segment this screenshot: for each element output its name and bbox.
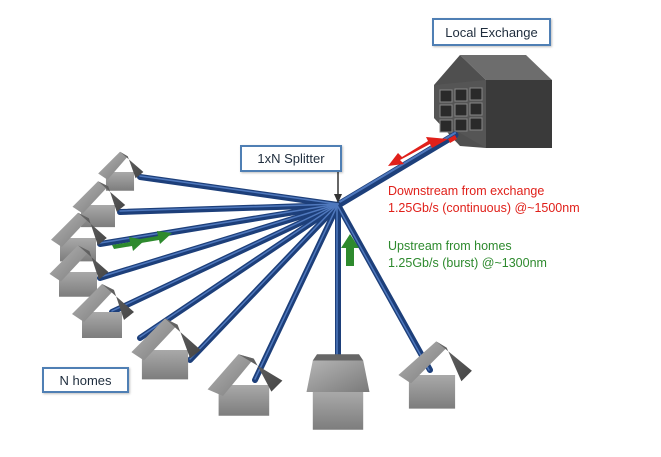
drop-fiber xyxy=(97,174,433,388)
drop-fibers xyxy=(97,174,433,388)
downstream-arrow-icon xyxy=(388,135,457,166)
upstream-spec: 1.25Gb/s (burst) @~1300nm xyxy=(388,256,547,270)
upstream-title: Upstream from homes xyxy=(388,239,512,253)
upstream-annotation: Upstream from homes 1.25Gb/s (burst) @~1… xyxy=(388,238,547,272)
house-icon xyxy=(207,354,283,416)
splitter-pointer-arrow-icon xyxy=(334,172,342,203)
downstream-annotation: Downstream from exchange 1.25Gb/s (conti… xyxy=(388,183,580,217)
exchange-cube-icon xyxy=(434,55,552,148)
downstream-title: Downstream from exchange xyxy=(388,184,545,198)
homes-label: N homes xyxy=(42,367,129,393)
house-icon xyxy=(98,151,144,191)
upstream-arrow-icon xyxy=(341,234,359,266)
splitter-label: 1xN Splitter xyxy=(240,145,342,172)
house-icon xyxy=(306,354,370,430)
house-icon xyxy=(131,318,201,380)
downstream-spec: 1.25Gb/s (continuous) @~1500nm xyxy=(388,201,580,215)
house-icon xyxy=(72,284,134,338)
upstream-arrow-icon xyxy=(112,231,172,251)
house-icon xyxy=(398,341,472,409)
local-exchange-label: Local Exchange xyxy=(432,18,551,46)
